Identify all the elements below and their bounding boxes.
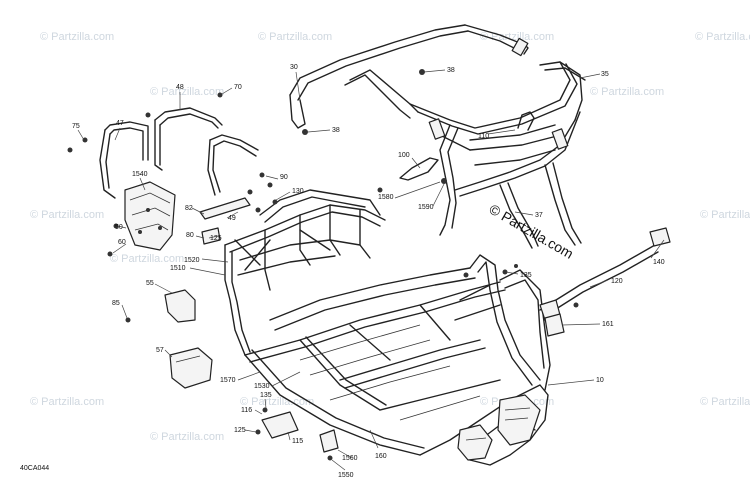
watermark-layer: © Partzilla.com © Partzilla.com © Partzi… — [30, 31, 750, 443]
watermark: © Partzilla.com — [258, 31, 332, 43]
main-frame — [199, 172, 551, 466]
callout-135: 135 — [520, 272, 532, 279]
callout-116: 116 — [241, 407, 252, 414]
callout-30: 30 — [290, 64, 298, 71]
callout-10: 10 — [596, 377, 604, 384]
callout-1570: 1570 — [220, 377, 236, 384]
callout-47: 47 — [116, 120, 124, 127]
callout-57: 57 — [156, 347, 164, 354]
watermark: © Partzilla.com — [700, 209, 750, 221]
callout-37: 37 — [535, 212, 543, 219]
callout-49: 49 — [228, 215, 236, 222]
callout-1520: 1520 — [184, 257, 200, 264]
watermark: © Partzilla.com — [30, 209, 104, 221]
brand-watermark: © Partzilla.com — [487, 201, 577, 262]
side-brackets — [125, 289, 213, 389]
watermark: © Partzilla.com — [30, 396, 104, 408]
callout-160: 160 — [375, 453, 387, 460]
callout-1510: 1510 — [170, 265, 186, 272]
callout-82: 82 — [185, 205, 193, 212]
callout-50: 50 — [115, 224, 123, 231]
watermark: © Partzilla.com — [150, 86, 224, 98]
side-rail — [514, 227, 671, 337]
callout-48: 48 — [176, 84, 184, 91]
callout-70: 70 — [234, 84, 242, 91]
door-bars — [67, 92, 259, 199]
callout-80: 80 — [186, 232, 194, 239]
callout-1560: 1560 — [342, 455, 358, 462]
watermark: © Partzilla.com — [590, 86, 664, 98]
watermark: © Partzilla.com — [695, 31, 750, 43]
watermark: © Partzilla.com — [40, 31, 114, 43]
callout-1580: 1580 — [378, 194, 394, 201]
callout-38: 38 — [447, 67, 455, 74]
lower-brackets — [255, 407, 339, 461]
callout-120: 120 — [611, 278, 623, 285]
leader-lines — [77, 69, 665, 471]
callout-125: 125 — [234, 427, 246, 434]
callout-135: 135 — [260, 392, 272, 399]
callout-85: 85 — [112, 300, 120, 307]
callout-125: 125 — [210, 235, 222, 242]
watermark: © Partzilla.com — [110, 253, 184, 265]
callout-161: 161 — [602, 321, 614, 328]
callout-75: 75 — [72, 123, 80, 130]
callout-90: 90 — [280, 174, 288, 181]
callout-1540: 1540 — [132, 171, 148, 178]
callout-38: 38 — [332, 127, 340, 134]
drawing-reference: 40CA044 — [20, 465, 49, 472]
seat-bracket — [107, 181, 176, 257]
callout-60: 60 — [118, 239, 126, 246]
callout-110: 110 — [478, 133, 489, 140]
callout-140: 140 — [653, 259, 665, 266]
callout-1530: 1530 — [254, 383, 270, 390]
watermark: © Partzilla.com — [150, 431, 224, 443]
roll-cage — [289, 24, 586, 249]
callout-55: 55 — [146, 280, 154, 287]
watermark: © Partzilla.com — [700, 396, 750, 408]
callout-115: 115 — [292, 438, 303, 445]
callout-1550: 1550 — [338, 472, 354, 479]
callout-labels: 30 38 38 35 110 48 70 47 75 1540 50 60 1… — [72, 64, 665, 479]
callout-35: 35 — [601, 71, 609, 78]
callout-100: 100 — [398, 152, 410, 159]
callout-1590: 1590 — [418, 204, 434, 211]
callout-130: 130 — [292, 188, 304, 195]
